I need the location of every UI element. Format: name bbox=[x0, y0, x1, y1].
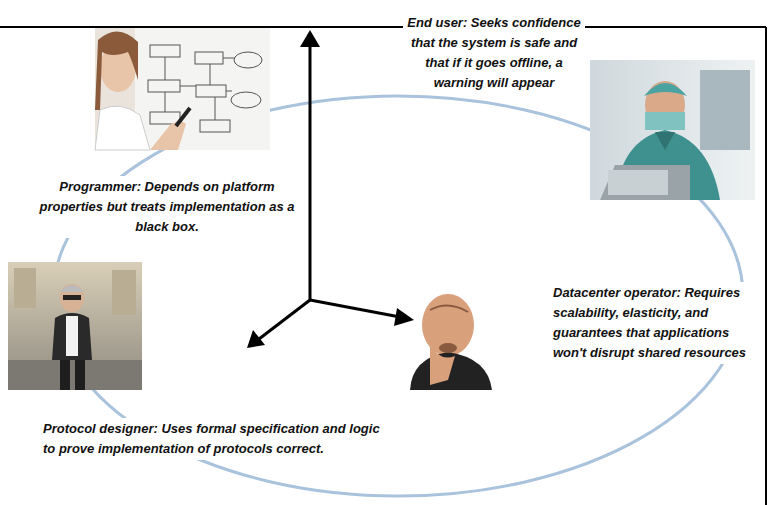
protocol-designer-photo bbox=[8, 262, 142, 390]
frame-line bbox=[0, 26, 766, 28]
protocol-designer-text: Protocol designer: Uses formal specifica… bbox=[40, 418, 390, 460]
operator-text: Datacenter operator: Requires scalabilit… bbox=[550, 282, 760, 364]
programmer-text: Programmer: Depends on platform properti… bbox=[28, 176, 306, 238]
frame-line bbox=[765, 27, 767, 505]
surgeon-photo bbox=[590, 60, 755, 200]
programmer-photo bbox=[95, 28, 270, 150]
end-user-text: End user: Seeks confidence that the syst… bbox=[403, 12, 585, 94]
operator-photo bbox=[385, 290, 505, 390]
